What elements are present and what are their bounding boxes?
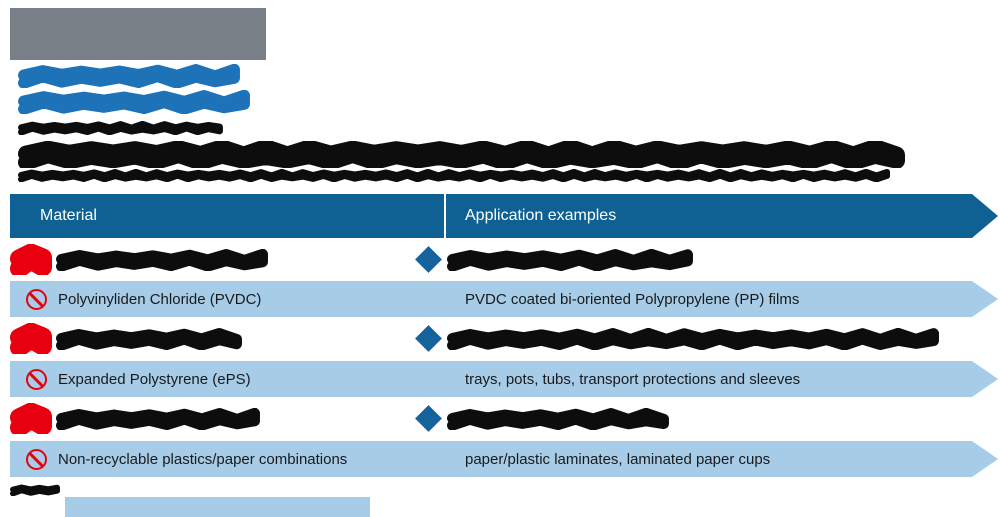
redacted-material-text	[56, 248, 268, 272]
redacted-intro-line-2	[17, 168, 891, 183]
header-material-label: Material	[40, 207, 97, 224]
prohibition-icon	[26, 289, 47, 310]
application-text: paper/plastic laminates, laminated paper…	[465, 450, 771, 468]
table-header-row: Material Application examples	[10, 194, 998, 238]
header-application-label: Application examples	[465, 207, 617, 224]
material-text: Expanded Polystyrene (ePS)	[58, 370, 251, 388]
redacted-subtitle	[18, 120, 223, 136]
material-text: Polyvinyliden Chloride (PVDC)	[58, 290, 262, 308]
diamond-icon	[415, 405, 442, 432]
redacted-prohibition-icon	[10, 402, 52, 437]
redacted-prohibition-icon	[10, 243, 52, 278]
application-text: trays, pots, tubs, transport protections…	[465, 370, 801, 388]
table-row: Expanded Polystyrene (ePS) trays, pots, …	[10, 361, 998, 397]
redacted-application-text	[447, 248, 693, 272]
column-divider	[444, 194, 446, 238]
diamond-icon	[415, 246, 442, 273]
redacted-prohibition-icon	[10, 322, 52, 357]
header-cell-material: Material	[10, 194, 445, 238]
table-row	[10, 401, 998, 437]
logo-placeholder	[10, 8, 266, 60]
application-text: PVDC coated bi-oriented Polypropylene (P…	[465, 290, 800, 308]
redacted-material-text	[56, 407, 260, 431]
redacted-title-line-1	[18, 63, 240, 89]
footer-bar	[65, 497, 370, 517]
table-row	[10, 321, 998, 357]
prohibition-icon	[26, 369, 47, 390]
redacted-material-text	[56, 328, 242, 351]
redacted-application-text	[447, 327, 939, 351]
redacted-title-line-2	[18, 89, 250, 115]
diamond-icon	[415, 325, 442, 352]
table-row: Polyvinyliden Chloride (PVDC) PVDC coate…	[10, 281, 998, 317]
prohibition-icon	[26, 449, 47, 470]
header-cell-application: Application examples	[445, 194, 998, 238]
redacted-page-label	[10, 484, 60, 497]
redacted-application-text	[447, 407, 669, 431]
redacted-intro-line-1	[18, 139, 905, 171]
table-row	[10, 242, 998, 278]
material-text: Non-recyclable plastics/paper combinatio…	[58, 450, 348, 468]
table-row: Non-recyclable plastics/paper combinatio…	[10, 441, 998, 477]
